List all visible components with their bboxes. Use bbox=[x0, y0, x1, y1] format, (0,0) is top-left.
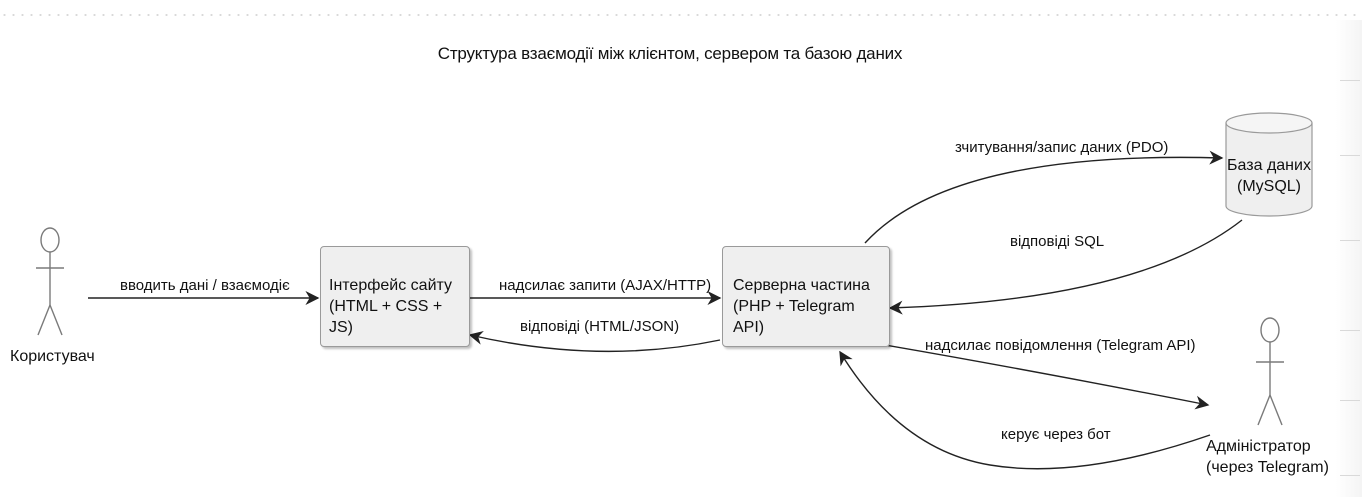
edge-db-server bbox=[888, 219, 1243, 315]
interface-node-line2: (HTML + CSS + JS) bbox=[329, 298, 443, 336]
admin-label-line1: Адміністратор bbox=[1206, 438, 1311, 455]
edge-label-interface-server: надсилає запити (AJAX/HTTP) bbox=[499, 277, 712, 294]
edge-server-interface bbox=[468, 331, 721, 353]
admin-label-line2: (через Telegram) bbox=[1206, 459, 1329, 476]
edge-label-admin-server: керує через бот bbox=[1001, 426, 1111, 443]
edge-label-server-interface: відповіді (HTML/JSON) bbox=[520, 318, 680, 335]
edge-label-db-server: відповіді SQL bbox=[1010, 233, 1105, 250]
interface-node: Інтерфейс сайту (HTML + CSS + JS) bbox=[320, 246, 470, 347]
diagram-title: Структура взаємодії між клієнтом, сервер… bbox=[437, 44, 903, 63]
admin-label: Адміністратор (через Telegram) bbox=[1206, 436, 1329, 478]
server-node: Серверна частина (PHP + Telegram API) bbox=[722, 246, 890, 347]
grid-dots bbox=[0, 14, 1362, 16]
admin-actor-icon bbox=[1256, 317, 1284, 426]
edge-label-server-admin: надсилає повідомлення (Telegram API) bbox=[925, 337, 1196, 354]
database-node: База даних (MySQL) bbox=[1226, 155, 1312, 197]
side-panel-edge bbox=[1336, 20, 1362, 497]
server-node-line2: (PHP + Telegram API) bbox=[733, 298, 855, 336]
edge-label-server-db: зчитування/запис даних (PDO) bbox=[955, 139, 1169, 156]
server-node-line1: Серверна частина bbox=[733, 277, 870, 294]
database-node-line1: База даних bbox=[1227, 157, 1311, 174]
database-cylinder-icon bbox=[1225, 112, 1313, 217]
user-actor-icon bbox=[36, 227, 64, 336]
database-node-line2: (MySQL) bbox=[1237, 178, 1301, 195]
interface-node-line1: Інтерфейс сайту bbox=[329, 277, 453, 294]
edge-admin-server bbox=[839, 350, 1211, 470]
edge-label-user-interface: вводить дані / взаємодіє bbox=[120, 277, 290, 294]
edge-server-db bbox=[864, 150, 1224, 244]
user-label: Користувач bbox=[10, 348, 95, 365]
edge-server-admin bbox=[884, 344, 1210, 410]
